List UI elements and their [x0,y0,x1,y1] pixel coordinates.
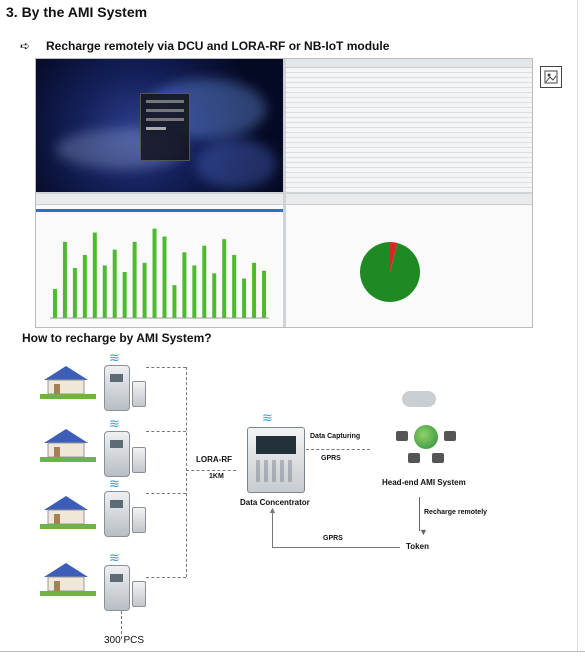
table-row [286,83,532,88]
bar [82,254,87,318]
token-label: Token [406,542,429,551]
arrow-right-icon: ➪ [20,39,31,53]
house-icon [40,496,96,529]
bar [172,285,177,318]
table-row [286,68,532,73]
keypad-icon [132,447,146,473]
gprs-top-label: GPRS [321,455,341,462]
table-row [286,143,532,148]
wifi-icon: ≋ [109,350,120,365]
distance-label: 1KM [209,473,224,480]
bar [142,262,147,318]
table-row [286,118,532,123]
house-icon [40,563,96,596]
bar [132,241,137,318]
table-row [286,163,532,168]
recharge-label: Recharge remotely [424,509,488,516]
bar [72,268,77,318]
house-icon [40,429,96,462]
bar [222,239,227,318]
subheading: How to recharge by AMI System? [22,331,212,345]
cloud-icon [402,391,436,407]
wifi-icon: ≋ [109,476,120,491]
keypad-icon [132,581,146,607]
concentrator-label: Data Concentrator [240,498,310,507]
table-row [286,113,532,118]
bar [242,278,247,318]
status-pie-chart [360,242,420,302]
bar [252,262,257,318]
bar [212,273,217,318]
table-row [286,138,532,143]
meter-icon [104,565,130,611]
ami-software-screenshots [35,58,533,328]
bar [262,270,267,318]
pie-slice [390,242,398,272]
table-row [286,148,532,153]
table-row [286,93,532,98]
house-icon [40,366,96,399]
table-row [286,123,532,128]
bar [192,265,197,318]
table-row [286,88,532,93]
meter-icon [104,491,130,537]
table-row [286,183,532,188]
table-row [286,153,532,158]
data-table-panel [286,59,532,192]
gprs-bottom-label: GPRS [323,535,343,542]
bar [62,241,67,318]
bar [232,254,237,318]
bar [102,265,107,318]
capture-label: Data Capturing [310,433,361,440]
login-screen-panel [36,59,283,192]
server-globe-icon [396,415,456,465]
pie-chart-panel [286,194,532,327]
bar [112,249,117,318]
ami-diagram: ≋ ≋ ≋ ≋ LORA-RF 1KM ≋ Data Concentrator … [0,345,585,650]
section-heading: 3. By the AMI System [6,4,148,20]
table-row [286,173,532,178]
table-row [286,168,532,173]
wifi-icon: ≋ [109,550,120,565]
bullet-text: Recharge remotely via DCU and LORA-RF or… [46,39,390,53]
quantity-label: 300 PCS [104,635,145,646]
login-dialog [140,93,190,161]
bar [162,236,167,318]
bar [122,272,127,318]
table-row [286,128,532,133]
table-row [286,108,532,113]
table-row [286,133,532,138]
image-icon[interactable] [540,66,562,88]
wifi-icon: ≋ [262,410,273,425]
bar [52,289,57,318]
lora-label: LORA-RF [196,455,232,464]
table-row [286,158,532,163]
meter-icon [104,431,130,477]
meter-icon [104,365,130,411]
wifi-icon: ≋ [109,416,120,431]
table-row [286,98,532,103]
bar [182,252,187,318]
table-row [286,178,532,183]
keypad-icon [132,381,146,407]
bar-chart-panel [36,194,283,327]
concentrator-icon [247,427,305,493]
headend-label: Head-end AMI System [382,478,466,487]
bar [92,232,97,318]
recharge-bar-chart [50,228,269,319]
bar [202,245,207,318]
bar [152,228,157,318]
table-row [286,73,532,78]
table-row [286,103,532,108]
table-row [286,78,532,83]
keypad-icon [132,507,146,533]
